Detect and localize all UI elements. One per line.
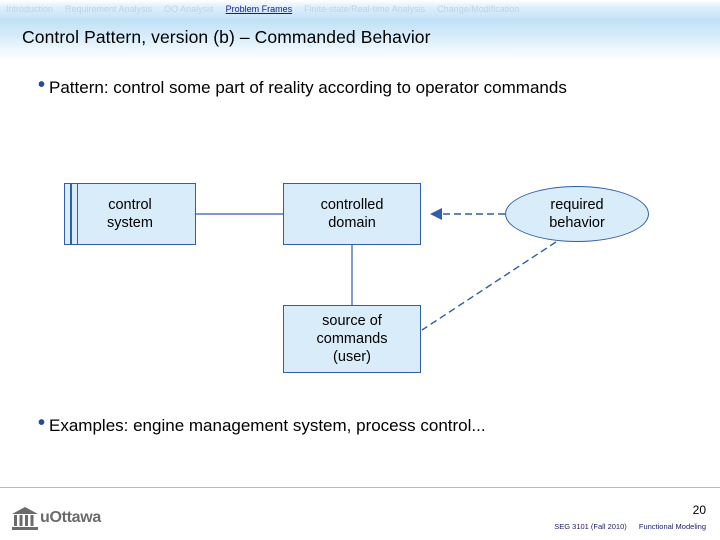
nav-item-oo-analysis[interactable]: OO Analysis <box>164 4 214 14</box>
nav-item-change-modification[interactable]: Change/Modification <box>437 4 520 14</box>
controlled-domain-line2: domain <box>328 215 376 231</box>
diagram-oval-required-behavior-label: required behavior <box>549 196 605 232</box>
diagram-box-controlled-domain: controlled domain <box>283 183 421 245</box>
connector-requirement-to-source <box>421 241 557 331</box>
bullet-marker-icon-2: • <box>38 412 46 434</box>
university-crest-icon <box>12 507 38 530</box>
control-system-line1: control <box>108 197 152 213</box>
nav-item-introduction[interactable]: Introduction <box>6 4 54 14</box>
control-system-line2: system <box>107 215 153 231</box>
bullet-marker-icon: • <box>38 74 46 96</box>
bullet-examples-text: Examples: engine management system, proc… <box>49 416 486 435</box>
machine-domain-stripe-outer <box>64 183 71 245</box>
machine-domain-stripe-inner <box>71 183 78 245</box>
title-band <box>0 18 720 60</box>
university-logo: uOttawa <box>10 505 101 531</box>
footer-metadata: SEG 3101 (Fall 2010) Functional Modeling <box>544 522 706 531</box>
source-commands-line3: (user) <box>333 349 371 365</box>
nav-item-problem-frames[interactable]: Problem Frames <box>225 4 293 14</box>
diagram-box-source-of-commands-label: source of commands (user) <box>317 312 388 366</box>
slide-number: 20 <box>692 503 706 517</box>
source-commands-line2: commands <box>316 331 388 347</box>
footer-course-code: SEG 3101 (Fall 2010) <box>554 522 627 531</box>
nav-item-finite-state-real-time-analysis[interactable]: Finite-state/Real-time Analysis <box>304 4 426 14</box>
bullet-pattern-text: Pattern: control some part of reality ac… <box>49 78 567 97</box>
footer-divider <box>0 487 720 488</box>
diagram-box-control-system: control system <box>64 183 196 245</box>
nav-item-requirement-analysis[interactable]: Requirement Analysis <box>65 4 153 14</box>
controlled-domain-line1: controlled <box>320 197 384 213</box>
diagram-oval-required-behavior: required behavior <box>505 186 649 242</box>
footer-topic: Functional Modeling <box>638 522 706 531</box>
top-navigation-bar: Introduction Requirement Analysis OO Ana… <box>0 0 720 18</box>
diagram-box-controlled-domain-label: controlled domain <box>321 196 384 232</box>
bullet-examples: • Examples: engine management system, pr… <box>38 412 698 438</box>
diagram-box-control-system-label: control system <box>107 196 153 232</box>
bullet-pattern: • Pattern: control some part of reality … <box>38 74 678 100</box>
diagram-box-source-of-commands: source of commands (user) <box>283 305 421 373</box>
source-commands-line1: source of <box>322 313 382 329</box>
arrowhead-requirement-to-domain <box>430 208 442 220</box>
required-behavior-line1: required <box>550 197 604 213</box>
university-logo-text: uOttawa <box>40 509 102 526</box>
page-title: Control Pattern, version (b) – Commanded… <box>22 27 431 47</box>
required-behavior-line2: behavior <box>549 215 605 231</box>
